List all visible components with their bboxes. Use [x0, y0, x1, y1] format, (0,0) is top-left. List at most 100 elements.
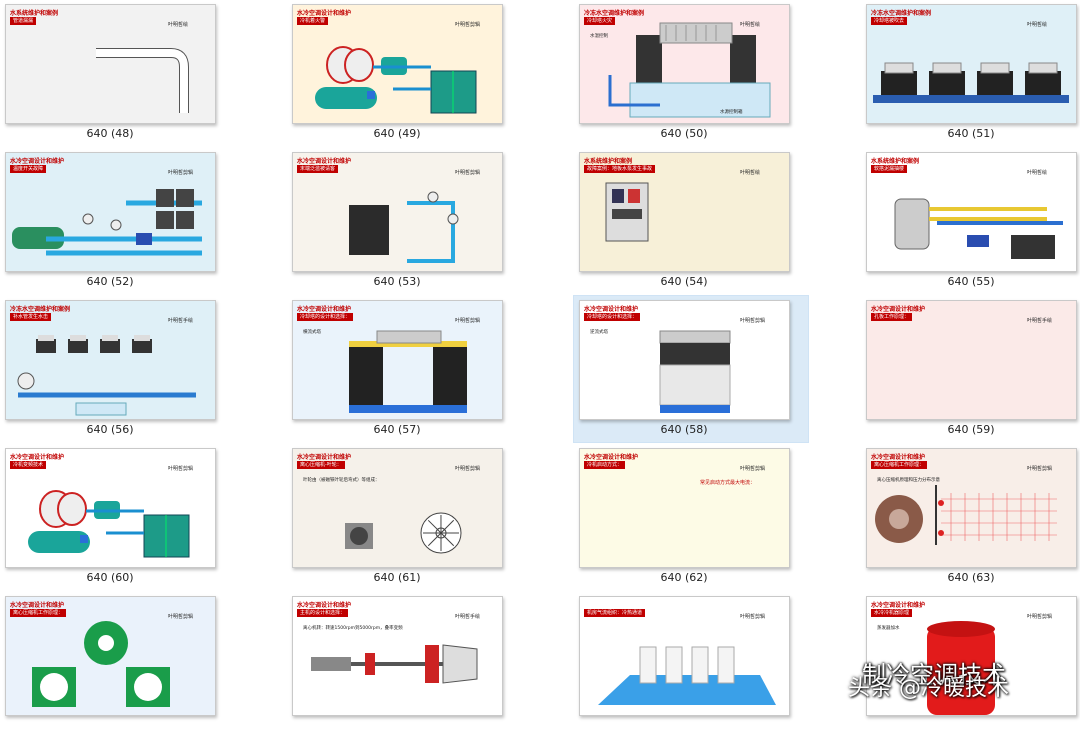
- thumbnail-image[interactable]: 水冷空调设计和维护孔板工作原理：叶明哲手绘: [866, 300, 1077, 420]
- thumbnail-tile[interactable]: 水冷空调设计和维护冷机启动方式：叶明哲剪辑常见启动方式最大电流： 640 (62): [574, 444, 808, 590]
- slide-note: 水温控制: [590, 34, 608, 39]
- thumbnail-image[interactable]: 水冷空调设计和维护冷机变频技术叶明哲剪辑: [5, 448, 216, 568]
- thumbnail-image[interactable]: 水冷空调设计和维护温度开关故障叶明哲剪辑: [5, 152, 216, 272]
- thumbnail-caption[interactable]: 640 (58): [660, 423, 708, 436]
- thumbnail-tile[interactable]: 水冷空调设计和维护孔板工作原理：叶明哲手绘 640 (59): [861, 296, 1080, 442]
- slide-title: 水系统维护和案例: [10, 10, 59, 17]
- slide-illustration: [12, 189, 202, 256]
- slide-title: 水系统维护和案例: [871, 158, 920, 165]
- slide-illustration: [608, 22, 771, 118]
- thumbnail-image[interactable]: 水冷空调设计和维护冷却塔的设计和选择：叶明哲剪辑横流式塔: [292, 300, 503, 420]
- thumbnail-tile[interactable]: 水冷空调设计和维护冷机变频技术叶明哲剪辑 640 (60): [0, 444, 234, 590]
- thumbnail-image[interactable]: 水冷空调设计和维护末端泛滥被请客叶明哲剪辑: [292, 152, 503, 272]
- slide-note: 离心机转：转速1500rpm到5000rpm，叠率变频: [303, 626, 403, 631]
- slide-author: 叶明哲手绘: [455, 614, 481, 620]
- thumbnail-caption[interactable]: 640 (59): [947, 423, 995, 436]
- thumbnail-caption[interactable]: 640 (63): [947, 571, 995, 584]
- thumbnail-tile[interactable]: 水系统维护和案例管道漏漏叶明哲绘 640 (48): [0, 0, 234, 146]
- thumbnail-image[interactable]: 水冷空调设计和维护离心压缩机工作原理：叶明哲剪辑离心压缩机原理和压力分布示意: [866, 448, 1077, 568]
- thumbnail-caption[interactable]: 640 (54): [660, 275, 708, 288]
- thumbnail-tile[interactable]: 水冷空调设计和维护温度开关故障叶明哲剪辑 640 (52): [0, 148, 234, 294]
- slide-author: 叶明哲绘: [1027, 22, 1048, 28]
- slide-subtitle: 软搭泥漏抽楼: [871, 165, 908, 173]
- slide-illustration: [96, 48, 189, 113]
- thumbnail-image[interactable]: 水冷空调设计和维护离心压缩机-叶轮：叶明哲剪辑叶轮由（被磁铁叶轮后弯式）等组成：: [292, 448, 503, 568]
- thumbnail-image[interactable]: 水冷空调设计和维护冷机启动方式：叶明哲剪辑常见启动方式最大电流：: [579, 448, 790, 568]
- slide-subtitle: 水冷冷机器原理: [871, 609, 913, 617]
- slide-author: 叶明哲手绘: [1027, 318, 1053, 324]
- slide-note: 蒸发器加水: [877, 626, 900, 631]
- thumbnail-image[interactable]: 水系统维护和案例故障案例：地板水泵发生事故叶明哲绘: [579, 152, 790, 272]
- thumbnail-tile[interactable]: 冷冻水空调维护和案例补水管发生水击叶明哲手绘 640 (56): [0, 296, 234, 442]
- slide-title: 水冷空调设计和维护: [584, 306, 639, 313]
- slide-author: 叶明哲绘: [740, 22, 761, 28]
- slide-author: 叶明哲剪辑: [455, 22, 481, 28]
- slide-subtitle: 管道漏漏: [10, 17, 37, 25]
- slide-illustration: [873, 62, 1069, 103]
- thumbnail-caption[interactable]: 640 (50): [660, 127, 708, 140]
- thumbnail-caption[interactable]: 640 (61): [373, 571, 421, 584]
- thumbnail-caption[interactable]: 640 (52): [86, 275, 134, 288]
- thumbnail-caption[interactable]: 640 (56): [86, 423, 134, 436]
- thumbnail-image[interactable]: 水冷空调设计和维护冷却塔的设计和选择：叶明哲剪辑逆流式塔: [579, 300, 790, 420]
- slide-title: 水冷空调设计和维护: [871, 306, 926, 313]
- slide-subtitle: 冷却塔的设计和选择：: [584, 313, 641, 321]
- thumbnail-tile[interactable]: 水系统维护和案例故障案例：地板水泵发生事故叶明哲绘 640 (54): [574, 148, 808, 294]
- slide-subtitle: 冷却塔被吹去: [871, 17, 908, 25]
- slide-illustration: [659, 330, 731, 413]
- slide-author: 叶明哲绘: [1027, 170, 1048, 176]
- thumbnail-caption[interactable]: 640 (57): [373, 423, 421, 436]
- thumbnail-image[interactable]: 冷冻水空调维护和案例冷却塔火灾叶明哲绘水温控制水源控制箱: [579, 4, 790, 124]
- thumbnail-tile[interactable]: 水冷空调设计和维护离心压缩机工作原理：叶明哲剪辑离心压缩机原理和压力分布示意 64…: [861, 444, 1080, 590]
- slide-author: 叶明哲手绘: [168, 318, 194, 324]
- thumbnail-caption[interactable]: 640 (60): [86, 571, 134, 584]
- thumbnail-caption[interactable]: 640 (53): [373, 275, 421, 288]
- slide-author: 叶明哲剪辑: [455, 170, 481, 176]
- thumbnail-image[interactable]: 水冷空调设计和维护水冷冷机器原理叶明哲剪辑蒸发器加水: [866, 596, 1077, 716]
- thumbnail-caption[interactable]: 640 (51): [947, 127, 995, 140]
- slide-illustration: [605, 182, 649, 242]
- thumbnail-tile[interactable]: 水冷空调设计和维护主机的设计和选择：叶明哲手绘离心机转：转速1500rpm到50…: [287, 592, 521, 738]
- thumbnail-image[interactable]: 冷冻水空调维护和案例补水管发生水击叶明哲手绘: [5, 300, 216, 420]
- slide-illustration: [894, 198, 1063, 259]
- thumbnail-tile[interactable]: 水冷空调设计和维护冷机着火警叶明哲剪辑 640 (49): [287, 0, 521, 146]
- thumbnail-image[interactable]: 机房气流组织：冷热通道叶明哲剪辑: [579, 596, 790, 716]
- slide-subtitle: 冷却塔火灾: [584, 17, 616, 25]
- thumbnail-caption[interactable]: 640 (62): [660, 571, 708, 584]
- slide-title: 水系统维护和案例: [584, 158, 633, 165]
- slide-author: 叶明哲剪辑: [1027, 614, 1053, 620]
- thumbnail-tile[interactable]: 水系统维护和案例软搭泥漏抽楼叶明哲绘 640 (55): [861, 148, 1080, 294]
- thumbnail-caption[interactable]: 640 (55): [947, 275, 995, 288]
- thumbnail-image[interactable]: 水系统维护和案例软搭泥漏抽楼叶明哲绘: [866, 152, 1077, 272]
- thumbnail-tile[interactable]: 机房气流组织：冷热通道叶明哲剪辑: [574, 592, 808, 738]
- slide-title: 冷冻水空调维护和案例: [584, 10, 645, 17]
- slide-author: 叶明哲剪辑: [740, 318, 766, 324]
- thumbnail-tile[interactable]: 水冷空调设计和维护冷却塔的设计和选择：叶明哲剪辑横流式塔 640 (57): [287, 296, 521, 442]
- slide-author: 叶明哲剪辑: [740, 614, 766, 620]
- slide-author: 叶明哲剪辑: [1027, 466, 1053, 472]
- thumbnail-tile[interactable]: 水冷空调设计和维护离心压缩机工作原理：叶明哲剪辑: [0, 592, 234, 738]
- slide-illustration: [28, 490, 190, 558]
- slide-subtitle: 机房气流组织：冷热通道: [584, 609, 646, 617]
- thumbnail-caption[interactable]: 640 (49): [373, 127, 421, 140]
- thumbnail-tile[interactable]: 水冷空调设计和维护离心压缩机-叶轮：叶明哲剪辑叶轮由（被磁铁叶轮后弯式）等组成：…: [287, 444, 521, 590]
- thumbnail-image[interactable]: 水冷空调设计和维护冷机着火警叶明哲剪辑: [292, 4, 503, 124]
- slide-subtitle: 冷机启动方式：: [584, 461, 626, 469]
- thumbnail-tile[interactable]: 水冷空调设计和维护末端泛滥被请客叶明哲剪辑 640 (53): [287, 148, 521, 294]
- thumbnail-image[interactable]: 冷冻水空调维护和案例冷却塔被吹去叶明哲绘: [866, 4, 1077, 124]
- slide-subtitle: 主机的设计和选择：: [297, 609, 349, 617]
- slide-author: 叶明哲剪辑: [168, 466, 194, 472]
- slide-illustration: [17, 335, 196, 416]
- thumbnail-image[interactable]: 水系统维护和案例管道漏漏叶明哲绘: [5, 4, 216, 124]
- thumbnail-image[interactable]: 水冷空调设计和维护离心压缩机工作原理：叶明哲剪辑: [5, 596, 216, 716]
- thumbnail-caption[interactable]: 640 (48): [86, 127, 134, 140]
- slide-title: 冷冻水空调维护和案例: [10, 306, 71, 313]
- slide-title: 水冷空调设计和维护: [10, 158, 65, 165]
- slide-note: 横流式塔: [303, 330, 321, 335]
- slide-subtitle: 离心压缩机工作原理：: [10, 609, 67, 617]
- thumbnail-tile[interactable]: 水冷空调设计和维护水冷冷机器原理叶明哲剪辑蒸发器加水: [861, 592, 1080, 738]
- thumbnail-image[interactable]: 水冷空调设计和维护主机的设计和选择：叶明哲手绘离心机转：转速1500rpm到50…: [292, 596, 503, 716]
